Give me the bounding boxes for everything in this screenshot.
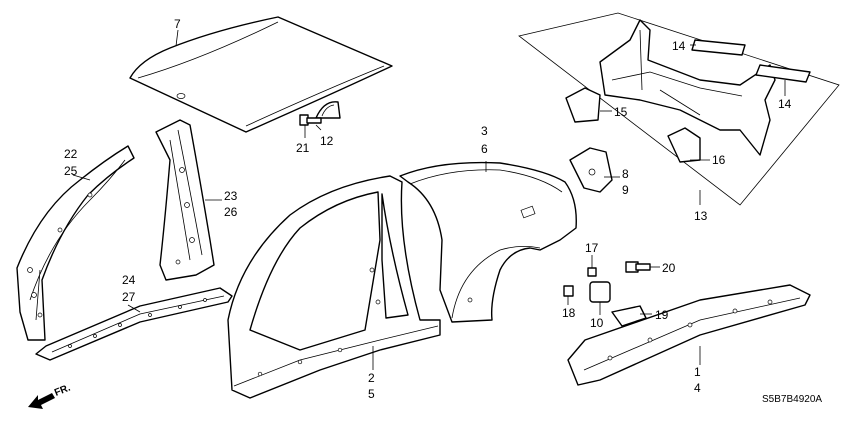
diagram-code: S5B7B4920A: [762, 394, 822, 405]
side-sill-outer[interactable]: [567, 284, 811, 386]
fuel-lid[interactable]: [589, 281, 611, 303]
front-pillar-inner[interactable]: [16, 145, 135, 341]
callout-27: 27: [122, 290, 136, 304]
callout-20: 20: [662, 261, 676, 275]
callout-16: 16: [712, 153, 726, 167]
upper-bracket-right[interactable]: [755, 64, 811, 83]
rear-quarter-panel[interactable]: [399, 161, 577, 323]
fuel-lid-hinge[interactable]: [611, 305, 647, 327]
rear-stiffener[interactable]: [569, 147, 613, 193]
callout-17: 17: [585, 241, 599, 255]
side-gusset[interactable]: [565, 87, 601, 123]
callout-22: 22: [64, 147, 78, 161]
roof-panel[interactable]: [129, 16, 393, 133]
rear-gusset[interactable]: [667, 127, 701, 163]
callout-2: 2: [368, 371, 375, 385]
upper-bracket-left[interactable]: [691, 39, 746, 56]
callout-23: 23: [224, 189, 238, 203]
callout-10: 10: [590, 316, 604, 330]
callout-3: 3: [481, 124, 488, 138]
callout-13: 13: [694, 209, 708, 223]
callout-9: 9: [622, 183, 629, 197]
callout-4: 4: [694, 381, 701, 395]
front-direction-label: FR.: [53, 382, 72, 398]
callout-15: 15: [614, 105, 628, 119]
outer-side-panel[interactable]: [227, 175, 441, 399]
callout-14-right: 14: [778, 97, 792, 111]
callout-19: 19: [655, 308, 669, 322]
opener-bolt[interactable]: [625, 261, 651, 273]
rear-panel-assy[interactable]: [599, 19, 776, 156]
callout-21: 21: [296, 141, 310, 155]
side-sill-inner[interactable]: [35, 287, 233, 361]
center-pillar-inner[interactable]: [155, 119, 215, 281]
small-clip-17[interactable]: [587, 267, 597, 277]
callout-24: 24: [122, 273, 136, 287]
clip-bolt[interactable]: [299, 114, 322, 126]
callout-26: 26: [224, 205, 238, 219]
rear-panel-group: [518, 12, 840, 206]
callout-7: 7: [174, 17, 181, 31]
roof-clip[interactable]: [315, 101, 341, 119]
callout-5: 5: [368, 387, 375, 401]
leader-lines: [72, 29, 786, 370]
callout-18: 18: [562, 306, 576, 320]
callout-14-left: 14: [672, 39, 686, 53]
callout-6: 6: [481, 142, 488, 156]
small-clip-18[interactable]: [563, 285, 574, 297]
callout-1: 1: [694, 365, 701, 379]
front-direction-arrow-icon: [28, 393, 55, 409]
callout-12: 12: [320, 134, 334, 148]
callout-8: 8: [622, 167, 629, 181]
callout-25: 25: [64, 164, 78, 178]
